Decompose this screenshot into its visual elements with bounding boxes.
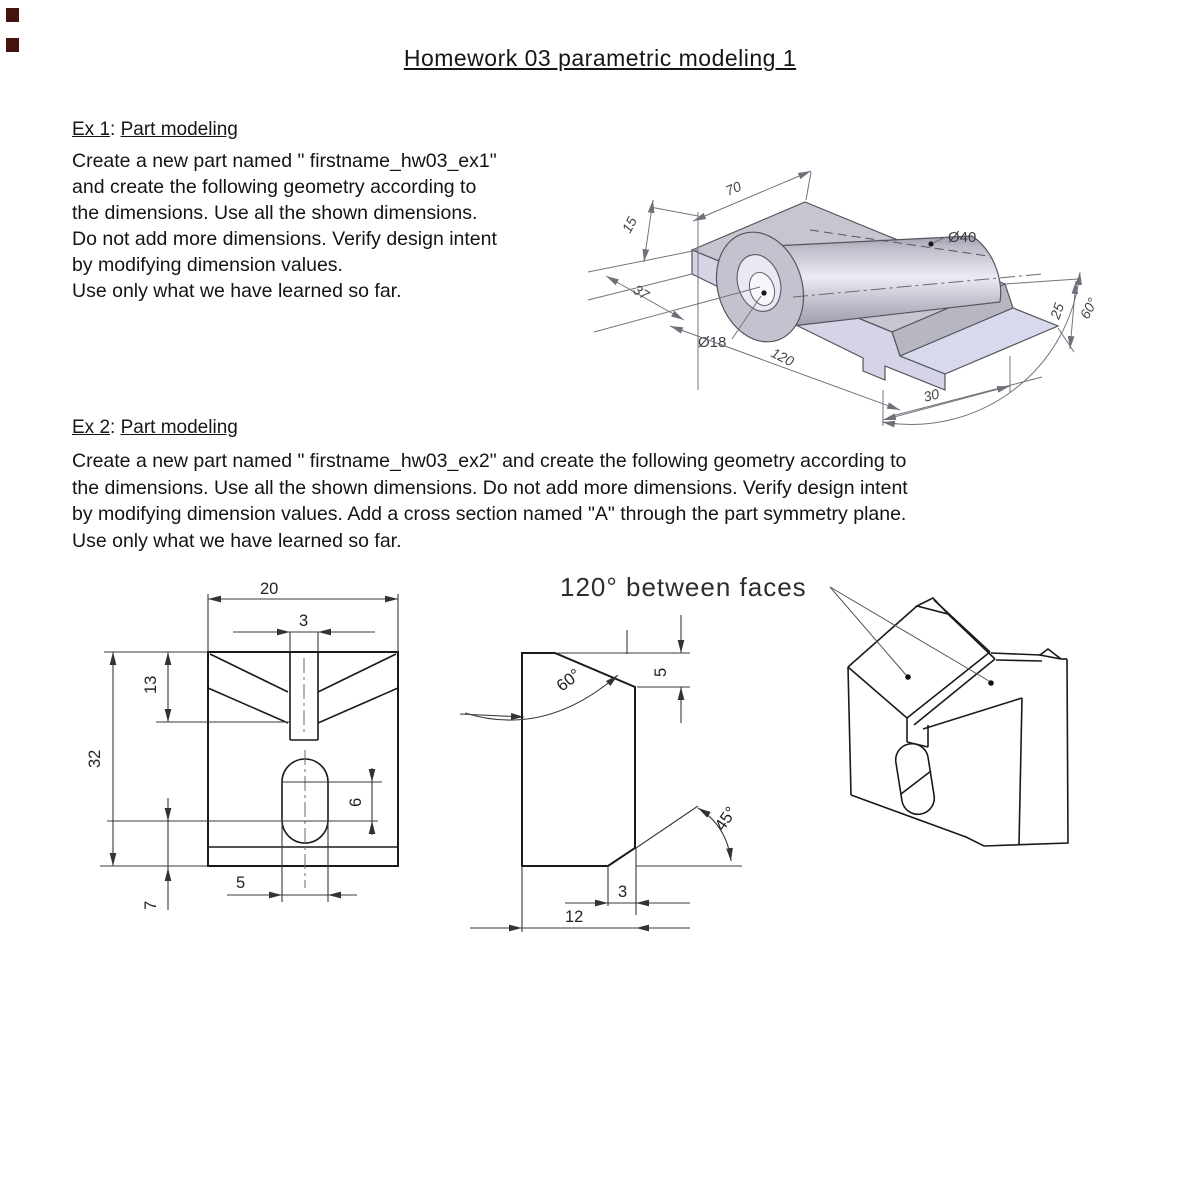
ex1-heading-separator: : xyxy=(110,119,121,140)
ex2-iso-edge xyxy=(1018,697,1023,846)
ex1-hidden-edge xyxy=(809,229,989,257)
ex2-front-view-drawing: 20 3 13 32 7 6 5 xyxy=(86,580,399,910)
ex2-front-outline xyxy=(207,651,399,867)
ex1-extension-line xyxy=(587,249,699,273)
ex2-side-view-drawing: 60° 5 45° 3 12 xyxy=(459,615,742,932)
ex1-isometric-drawing: 70 15 37 Ø18 120 30 25 60° Ø40 xyxy=(587,170,1101,428)
ex1-dim-boss-diameter: Ø40 xyxy=(948,229,976,246)
ex2-heading: Ex 2: Part modeling xyxy=(72,417,238,439)
ex2-iso-edge xyxy=(847,666,908,719)
ex1-dim-length: 120 xyxy=(769,344,797,369)
page-title: Homework 03 parametric modeling 1 xyxy=(403,45,797,71)
ex1-dim-thickness: 15 xyxy=(619,214,641,235)
ex2-isometric-drawing xyxy=(829,586,1069,847)
ex2-dim-base-height: 7 xyxy=(142,901,160,910)
ex2-iso-edge xyxy=(847,666,852,796)
ex1-dim-offset-line xyxy=(605,275,685,321)
ex2-iso-v-edge xyxy=(995,659,1043,662)
ex2-side-outline xyxy=(521,652,636,867)
ex1-dim-step-angle: 60° xyxy=(1077,295,1101,322)
ex2-front-v-edge xyxy=(207,687,289,724)
ex2-note-leader xyxy=(829,586,990,682)
ex1-dim-step-depth: 25 xyxy=(1046,301,1067,322)
ex1-instructions: Create a new part named " firstname_hw03… xyxy=(72,150,497,302)
ex2-dim-chamfer-width: 3 xyxy=(618,883,627,901)
ex2-note-leader xyxy=(829,586,907,676)
ex2-iso-valley-edge xyxy=(913,658,996,726)
ex2-iso-v-edge xyxy=(933,599,991,653)
ex1-hole xyxy=(748,271,776,307)
ex2-iso-hole-edge xyxy=(900,770,932,795)
ex2-dim-hole-offset: 5 xyxy=(236,874,245,892)
ex2-note-leader-dot xyxy=(905,674,911,680)
scan-artifact-top xyxy=(6,8,19,22)
ex2-iso-v-edge xyxy=(990,652,1042,656)
ex1-dim-thickness-line xyxy=(642,199,655,263)
ex1-heading: Ex 1: Part modeling xyxy=(72,119,238,141)
ex2-iso-obround-hole xyxy=(894,742,936,816)
ex1-boss-leader-dot xyxy=(928,241,934,247)
ex1-heading-title: Part modeling xyxy=(120,119,238,140)
ex2-dim-slot-width: 3 xyxy=(299,612,308,630)
ex2-extension-line xyxy=(635,805,699,849)
ex2-iso-apex-right xyxy=(1038,647,1062,660)
ex1-dim-step-length: 30 xyxy=(922,385,941,405)
ex1-extension-line xyxy=(1004,278,1079,285)
ex2-dim-topangle-arrow xyxy=(459,713,525,720)
ex2-dim-v-depth: 13 xyxy=(142,676,160,694)
ex2-iso-edge xyxy=(850,658,1069,847)
ex2-dim-top-angle: 60° xyxy=(553,666,584,696)
ex2-dim-topangle-arc xyxy=(464,674,619,721)
ex2-dim-width: 20 xyxy=(260,580,278,598)
ex2-front-v-edge xyxy=(317,653,397,693)
ex2-angle-note: 120° between faces xyxy=(560,572,807,602)
ex2-dim-bottom-angle: 45° xyxy=(712,804,741,835)
ex2-iso-edge xyxy=(922,697,1023,730)
ex1-extension-line xyxy=(649,206,699,217)
ex1-dim-step-depth-line xyxy=(1067,280,1079,350)
ex1-dim-step-length-line xyxy=(882,385,1011,421)
ex1-dim-angle-arc xyxy=(881,271,1082,428)
ex2-dim-bottomangle-arc xyxy=(697,807,733,862)
ex2-dim-top-depth: 5 xyxy=(652,668,670,677)
ex1-dim-width: 70 xyxy=(723,178,744,199)
ex1-boss-leader xyxy=(932,236,947,244)
ex1-dim-width-line xyxy=(692,170,812,222)
ex2-iso-v-edge xyxy=(947,613,996,660)
ex2-front-v-edge xyxy=(209,653,289,693)
ex2-heading-title: Part modeling xyxy=(120,417,238,438)
ex1-dim-length-line xyxy=(669,325,901,411)
ex2-heading-label: Ex 2 xyxy=(72,417,111,438)
ex2-iso-apex-left xyxy=(914,597,951,616)
ex1-hole-leader-dot xyxy=(761,290,767,296)
ex1-dim-hole-diameter: Ø18 xyxy=(698,334,726,351)
ex2-heading-separator: : xyxy=(110,417,121,438)
ex2-dim-hole-height: 6 xyxy=(347,798,365,807)
ex2-dim-height: 32 xyxy=(86,750,104,768)
ex2-iso-valley-edge xyxy=(906,651,991,719)
ex2-instructions: Create a new part named " firstname_hw03… xyxy=(72,450,908,552)
ex2-note-leader-dot xyxy=(988,680,994,686)
ex1-extension-line xyxy=(891,376,1043,417)
ex2-front-v-edge xyxy=(317,687,399,724)
ex1-heading-label: Ex 1 xyxy=(72,119,111,140)
ex2-dim-depth: 12 xyxy=(565,908,583,926)
scan-artifact-bottom xyxy=(6,38,19,52)
ex2-iso-edge xyxy=(847,605,918,668)
ex1-extension-line xyxy=(805,171,812,201)
